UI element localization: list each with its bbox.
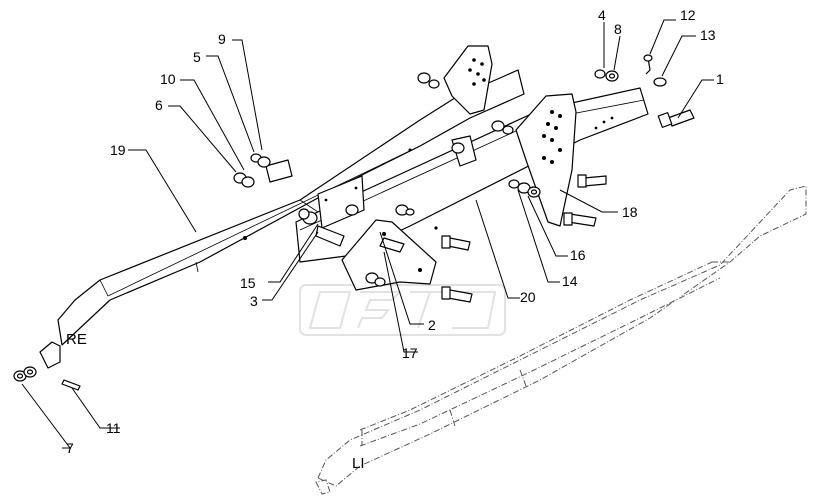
plate-upper [443, 45, 493, 115]
fasteners [13, 54, 695, 391]
callout-10: 10 [160, 71, 176, 87]
callout-17: 17 [402, 345, 418, 361]
callout-16: 16 [570, 247, 586, 263]
beam-hole [408, 148, 412, 152]
callout-8: 8 [614, 21, 622, 37]
side-label-li: LI [352, 455, 365, 472]
callout-6: 6 [155, 97, 163, 113]
beam-end-pin [39, 341, 61, 369]
watermark-logo [299, 284, 506, 336]
callout-19: 19 [110, 142, 126, 158]
side-label-re: RE [66, 331, 87, 348]
callout-3: 3 [250, 293, 258, 309]
callout-15: 15 [240, 275, 256, 291]
callout-18: 18 [622, 204, 638, 220]
callout-1: 1 [716, 71, 724, 87]
callout-9: 9 [218, 31, 226, 47]
leader-lines [21, 19, 714, 449]
callout-14: 14 [562, 273, 578, 289]
callout-20: 20 [520, 289, 536, 305]
bracket-17 [341, 219, 437, 291]
callout-11: 11 [106, 420, 121, 436]
callout-5: 5 [193, 49, 201, 65]
beam-hole [243, 236, 247, 240]
callout-7: 7 [66, 440, 74, 456]
plate-18 [515, 93, 577, 227]
callout-4: 4 [598, 7, 606, 23]
callout-labels: 1 2 3 4 5 6 7 8 9 10 11 12 13 14 15 16 1… [66, 7, 724, 456]
callout-12: 12 [680, 7, 696, 23]
beam-re-19 [39, 69, 525, 369]
beam-li [315, 185, 807, 495]
callout-2: 2 [428, 317, 436, 333]
callout-13: 13 [700, 27, 716, 43]
